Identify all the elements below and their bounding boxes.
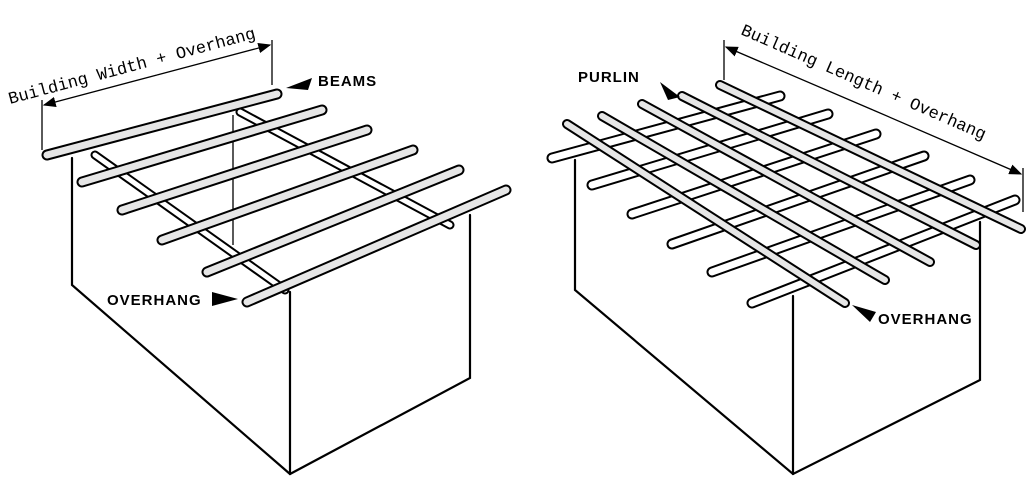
right-purlins [562,80,1026,308]
right-cross-beams [546,90,1021,309]
cross-beam [546,90,786,164]
arrow-left-icon [724,46,874,111]
beams-label: BEAMS [318,73,377,90]
cross-beam [746,194,1021,309]
pointer-arrow-icon [212,292,238,306]
length-dimension: Building Length + Overhang [723,22,1024,212]
purlin [677,91,981,250]
right-overhang-label: OVERHANG [878,311,973,328]
left-joist [90,150,290,295]
arrow-right-icon [156,42,272,76]
purlin [715,80,1026,234]
purlin [597,111,890,285]
cross-beam [586,108,834,191]
beam [201,164,465,278]
beam [156,144,419,246]
left-joist [235,107,455,230]
cross-beam [666,150,930,250]
beams-callout: BEAMS [286,73,377,90]
cross-beam [706,174,976,278]
arrow-right-icon [872,109,1023,175]
beam [241,184,512,308]
pointer-arrow-icon [660,82,680,100]
cross-beam [626,128,882,220]
purlin [562,119,850,308]
left-overhang-callout: OVERHANG [107,292,238,309]
right-building-box [573,158,982,476]
beam [116,124,373,216]
left-beams [41,88,512,308]
pointer-arrow-icon [286,78,312,90]
right-overhang-callout: OVERHANG [852,305,973,328]
purlin [637,99,935,267]
purlin-callout: PURLIN [578,69,680,100]
left-overhang-label: OVERHANG [107,292,202,309]
arrow-left-icon [42,74,158,108]
pointer-arrow-icon [852,305,876,322]
purlin-label: PURLIN [578,69,640,86]
left-cross-joists [90,107,455,295]
width-dimension-label: Building Width + Overhang [7,25,258,109]
beam [76,104,328,188]
beam [41,88,283,161]
